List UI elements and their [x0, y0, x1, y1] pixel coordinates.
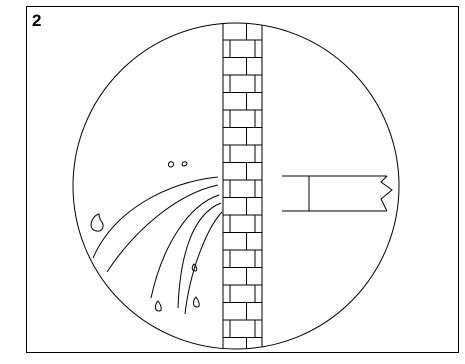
step-number: 2: [32, 12, 41, 29]
